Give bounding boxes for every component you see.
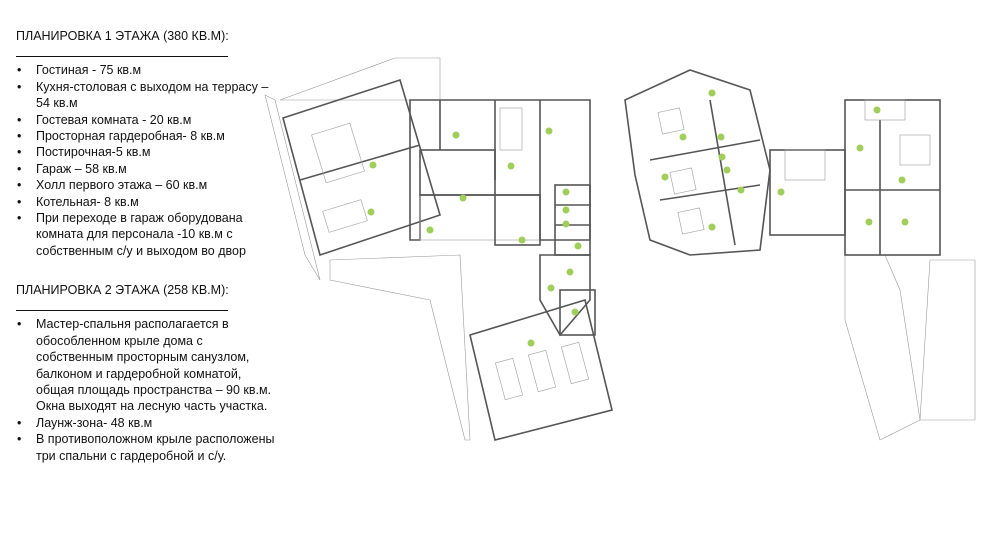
floor2-title: ПЛАНИРОВКА 2 ЭТАЖА (258 КВ.М):: [16, 283, 229, 297]
divider: [16, 310, 228, 312]
list-item: Мастер-спальня располагается в обособлен…: [16, 316, 276, 414]
staff-room: [559, 289, 596, 336]
list-item: В противоположном крыле расположены три …: [16, 431, 276, 464]
divider: [16, 56, 228, 58]
floor1-section: ПЛАНИРОВКА 1 ЭТАЖА (380 КВ.М): Гостиная …: [16, 28, 276, 259]
list-item: Гараж – 58 кв.м: [16, 161, 276, 178]
list-item: При переходе в гараж оборудована комната…: [16, 210, 276, 259]
floor1-plan: [264, 57, 613, 441]
floor2-list: Мастер-спальня располагается в обособлен…: [16, 316, 276, 464]
list-item: Гостиная - 75 кв.м: [16, 62, 276, 79]
list-item: Лаунж-зона- 48 кв.м: [16, 415, 276, 432]
passage: [539, 254, 591, 337]
floor2-section: ПЛАНИРОВКА 2 ЭТАЖА (258 КВ.М): Мастер-сп…: [16, 282, 276, 464]
roof-outline: [844, 254, 921, 441]
terrace: [264, 94, 321, 281]
hall: [419, 149, 496, 196]
floor1-list: Гостиная - 75 кв.м Кухня-столовая с выхо…: [16, 62, 276, 259]
list-item: Холл первого этажа – 60 кв.м: [16, 177, 276, 194]
list-item: Кухня-столовая с выходом на террасу – 54…: [16, 79, 276, 112]
list-item: Котельная- 8 кв.м: [16, 194, 276, 211]
list-item: Гостевая комната - 20 кв.м: [16, 112, 276, 129]
guest-room: [494, 194, 541, 246]
master-bedroom: [844, 99, 941, 256]
room-markers: [367, 127, 582, 347]
list-item: Постирочная-5 кв.м: [16, 144, 276, 161]
utility: [554, 184, 591, 256]
bedroom-wing: [624, 69, 771, 256]
room-markers: [661, 89, 909, 231]
terrace: [329, 254, 471, 441]
garage: [469, 298, 613, 441]
roof-outline: [919, 259, 976, 421]
floor1-title: ПЛАНИРОВКА 1 ЭТАЖА (380 КВ.М):: [16, 29, 229, 43]
hall: [419, 194, 541, 241]
floor2-plan: [624, 69, 976, 441]
list-item: Просторная гардеробная- 8 кв.м: [16, 128, 276, 145]
living-room: [282, 78, 441, 257]
terrace: [279, 57, 441, 101]
